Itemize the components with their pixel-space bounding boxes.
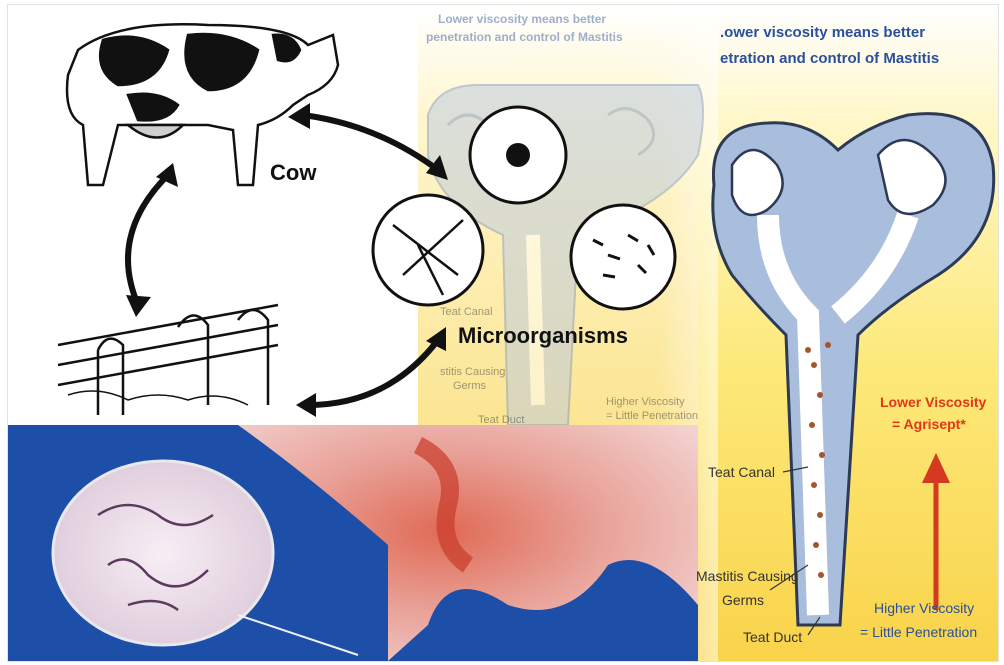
collage-svg: Cow Microorganisms Lower viscosity means… [8, 5, 998, 661]
faded-higher-viscosity-line1: Higher Viscosity [606, 396, 685, 408]
lower-viscosity-line2: = Agrisept* [892, 416, 966, 432]
faded-mastitis-line1: stitis Causing [440, 366, 505, 378]
mastitis-line2: Germs [722, 592, 764, 608]
faded-mastitis-line2: Germs [453, 380, 487, 392]
higher-viscosity-line1: Higher Viscosity [874, 600, 974, 616]
header-line2: etration and control of Mastitis [720, 50, 939, 67]
mastitis-collage: Cow Microorganisms Lower viscosity means… [8, 5, 998, 661]
faded-teat-canal-label: Teat Canal [440, 306, 493, 318]
teat-canal-label: Teat Canal [708, 464, 775, 480]
faded-header-line1: Lower viscosity means better [438, 12, 606, 26]
lower-viscosity-line1: Lower Viscosity [880, 394, 987, 410]
faded-higher-viscosity-line2: = Little Penetration [606, 410, 698, 422]
faded-teat-duct-label: Teat Duct [478, 414, 524, 426]
faded-header-line2: penetration and control of Mastitis [426, 30, 623, 44]
header-line1: .ower viscosity means better [720, 24, 925, 41]
microorganisms-label: Microorganisms [458, 323, 628, 348]
teat-duct-label: Teat Duct [743, 629, 802, 645]
higher-viscosity-line2: = Little Penetration [860, 624, 977, 640]
cow-label: Cow [270, 160, 317, 185]
